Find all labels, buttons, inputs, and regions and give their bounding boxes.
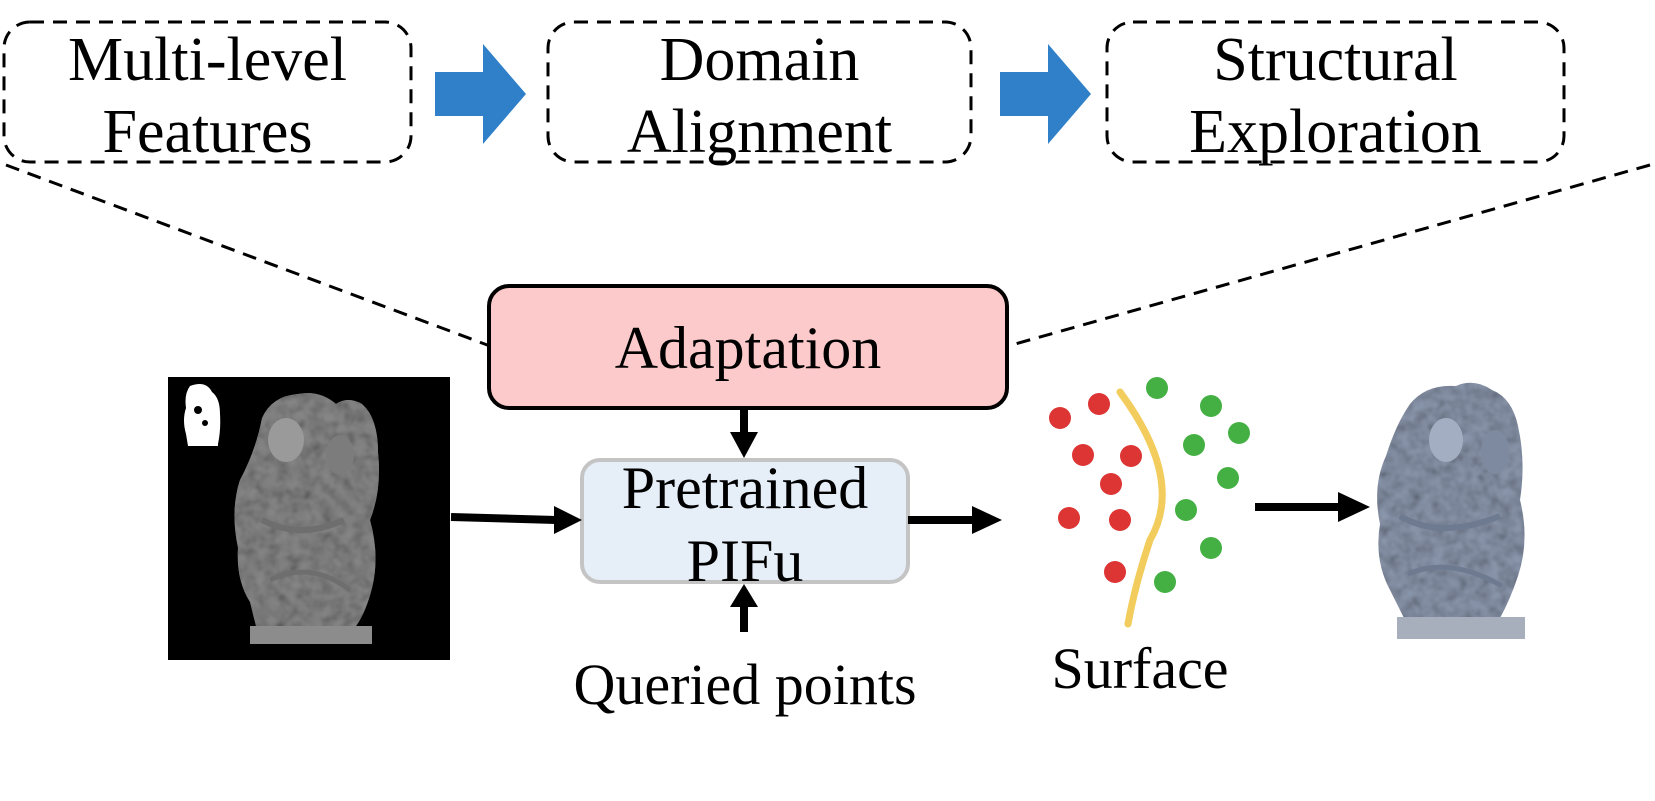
output-statue	[1377, 382, 1525, 618]
input-image-panel	[168, 377, 450, 660]
arrow-surface-to-mesh-head	[1338, 492, 1370, 522]
outside-point	[1146, 377, 1168, 399]
surface-curve	[1116, 388, 1166, 628]
stage-box-structural-exploration	[1105, 20, 1566, 164]
pifu-label-line-2: PIFu	[686, 528, 804, 594]
adaptation-box	[487, 284, 1009, 410]
inside-point	[1049, 407, 1071, 429]
stage-label-2-line-2: Alignment	[626, 98, 893, 166]
inside-point	[1088, 393, 1110, 415]
inside-point	[1072, 444, 1094, 466]
stage-arrow-1	[435, 44, 526, 144]
pifu-label-line-1: Pretrained	[621, 455, 869, 521]
inside-point	[1120, 445, 1142, 467]
queried-points-label: Queried points	[573, 652, 917, 717]
stage-label-1-line-2: Features	[102, 98, 313, 166]
inside-point	[1100, 473, 1122, 495]
outside-point	[1154, 571, 1176, 593]
outside-point	[1200, 537, 1222, 559]
stage-label-2-line-1: Domain	[659, 26, 860, 94]
outside-points	[1146, 377, 1250, 593]
fan-line-right	[1007, 163, 1651, 348]
arrow-queries-to-pifu-head	[730, 584, 758, 607]
input-statue-base	[250, 626, 372, 644]
fan-line-left	[5, 163, 491, 348]
stage-label-3-line-1: Structural	[1213, 26, 1458, 94]
inside-point	[1104, 561, 1126, 583]
outside-point	[1175, 499, 1197, 521]
outside-point	[1183, 434, 1205, 456]
inside-point	[1058, 507, 1080, 529]
arrow-adaptation-to-pifu-head	[730, 432, 758, 458]
stage-label-1-line-1: Multi-level	[68, 26, 347, 94]
outside-point	[1228, 422, 1250, 444]
inside-point	[1109, 509, 1131, 531]
inside-points	[1049, 393, 1142, 583]
arrow-image-to-pifu	[450, 513, 557, 524]
adaptation-label: Adaptation	[614, 315, 882, 381]
outside-point	[1200, 395, 1222, 417]
output-mesh	[1377, 382, 1525, 639]
stage-arrow-2	[1000, 44, 1091, 144]
arrow-pifu-to-surface-head	[972, 506, 1002, 534]
stage-label-3-line-2: Exploration	[1189, 98, 1482, 166]
input-mask-thumbnail	[184, 384, 221, 446]
stage-box-multilevel-features	[2, 20, 413, 164]
arrow-image-to-pifu-head	[554, 506, 582, 534]
stage-box-domain-alignment	[546, 20, 973, 164]
outside-point	[1217, 467, 1239, 489]
surface-label: Surface	[1051, 636, 1229, 701]
output-statue-base	[1397, 617, 1525, 639]
